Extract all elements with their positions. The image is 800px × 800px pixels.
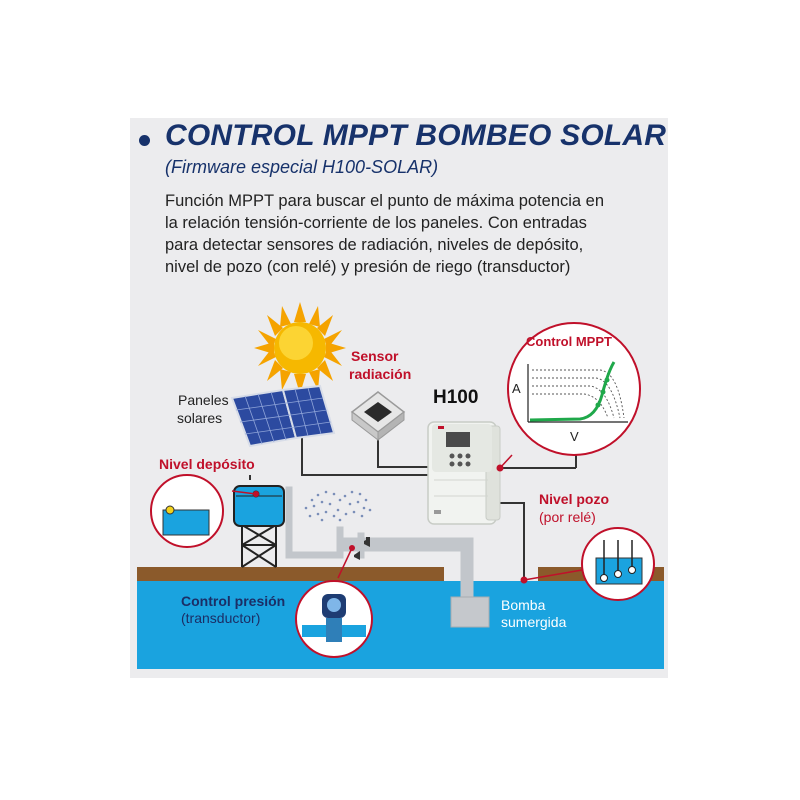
solar-panel-icon xyxy=(230,384,336,448)
water-pipes xyxy=(285,486,474,604)
mppt-x-axis-label: V xyxy=(570,429,579,444)
panels-label-line2: solares xyxy=(177,410,223,426)
description-line: nivel de pozo (con relé) y presión de ri… xyxy=(165,258,571,276)
well-level-label-line2: (por relé) xyxy=(539,509,596,525)
callout-dots xyxy=(253,464,528,584)
sprinkler-icon xyxy=(304,490,372,522)
pump-label-line2: sumergida xyxy=(501,614,567,630)
drive-label: H100 xyxy=(433,387,479,408)
mppt-chart-title: Control MPPT xyxy=(526,334,612,349)
radiation-sensor-icon xyxy=(350,391,406,442)
well-level-label-line1: Nivel pozo xyxy=(539,491,610,507)
ground-left xyxy=(137,567,444,581)
signal-wires xyxy=(249,430,577,580)
valve-icon xyxy=(354,537,370,560)
water-reservoir xyxy=(137,581,664,669)
radiation-sensor-label-line1: Sensor xyxy=(351,348,399,364)
water-tank-icon xyxy=(233,485,285,568)
mppt-y-axis-label: A xyxy=(512,381,521,396)
page-subtitle: (Firmware especial H100-SOLAR) xyxy=(165,157,439,177)
mppt-chart-callout xyxy=(507,322,641,456)
description-line: Función MPPT para buscar el punto de máx… xyxy=(165,192,605,210)
vfd-drive-icon xyxy=(427,421,501,525)
title-bullet xyxy=(139,135,150,146)
tank-level-callout xyxy=(150,474,224,548)
level-probe-icon xyxy=(581,527,655,601)
radiation-sensor-label-line2: radiación xyxy=(349,366,412,382)
pressure-transducer-icon xyxy=(295,580,373,658)
description-line: para detectar sensores de radiación, niv… xyxy=(165,236,584,254)
panels-label-line1: Paneles xyxy=(178,392,229,408)
pressure-control-label-line2: (transductor) xyxy=(181,610,261,626)
description: Función MPPT para buscar el punto de máx… xyxy=(165,190,645,278)
page-title: CONTROL MPPT BOMBEO SOLAR xyxy=(165,119,667,152)
submersible-pump-icon xyxy=(450,596,490,628)
mppt-green-curve xyxy=(529,361,616,422)
tank-level-label: Nivel depósito xyxy=(159,456,255,472)
sun-icon xyxy=(254,302,346,394)
pump-label-line1: Bomba xyxy=(501,597,546,613)
description-line: la relación tensión-corriente de los pan… xyxy=(165,214,587,232)
pressure-control-label-line1: Control presión xyxy=(181,593,286,609)
